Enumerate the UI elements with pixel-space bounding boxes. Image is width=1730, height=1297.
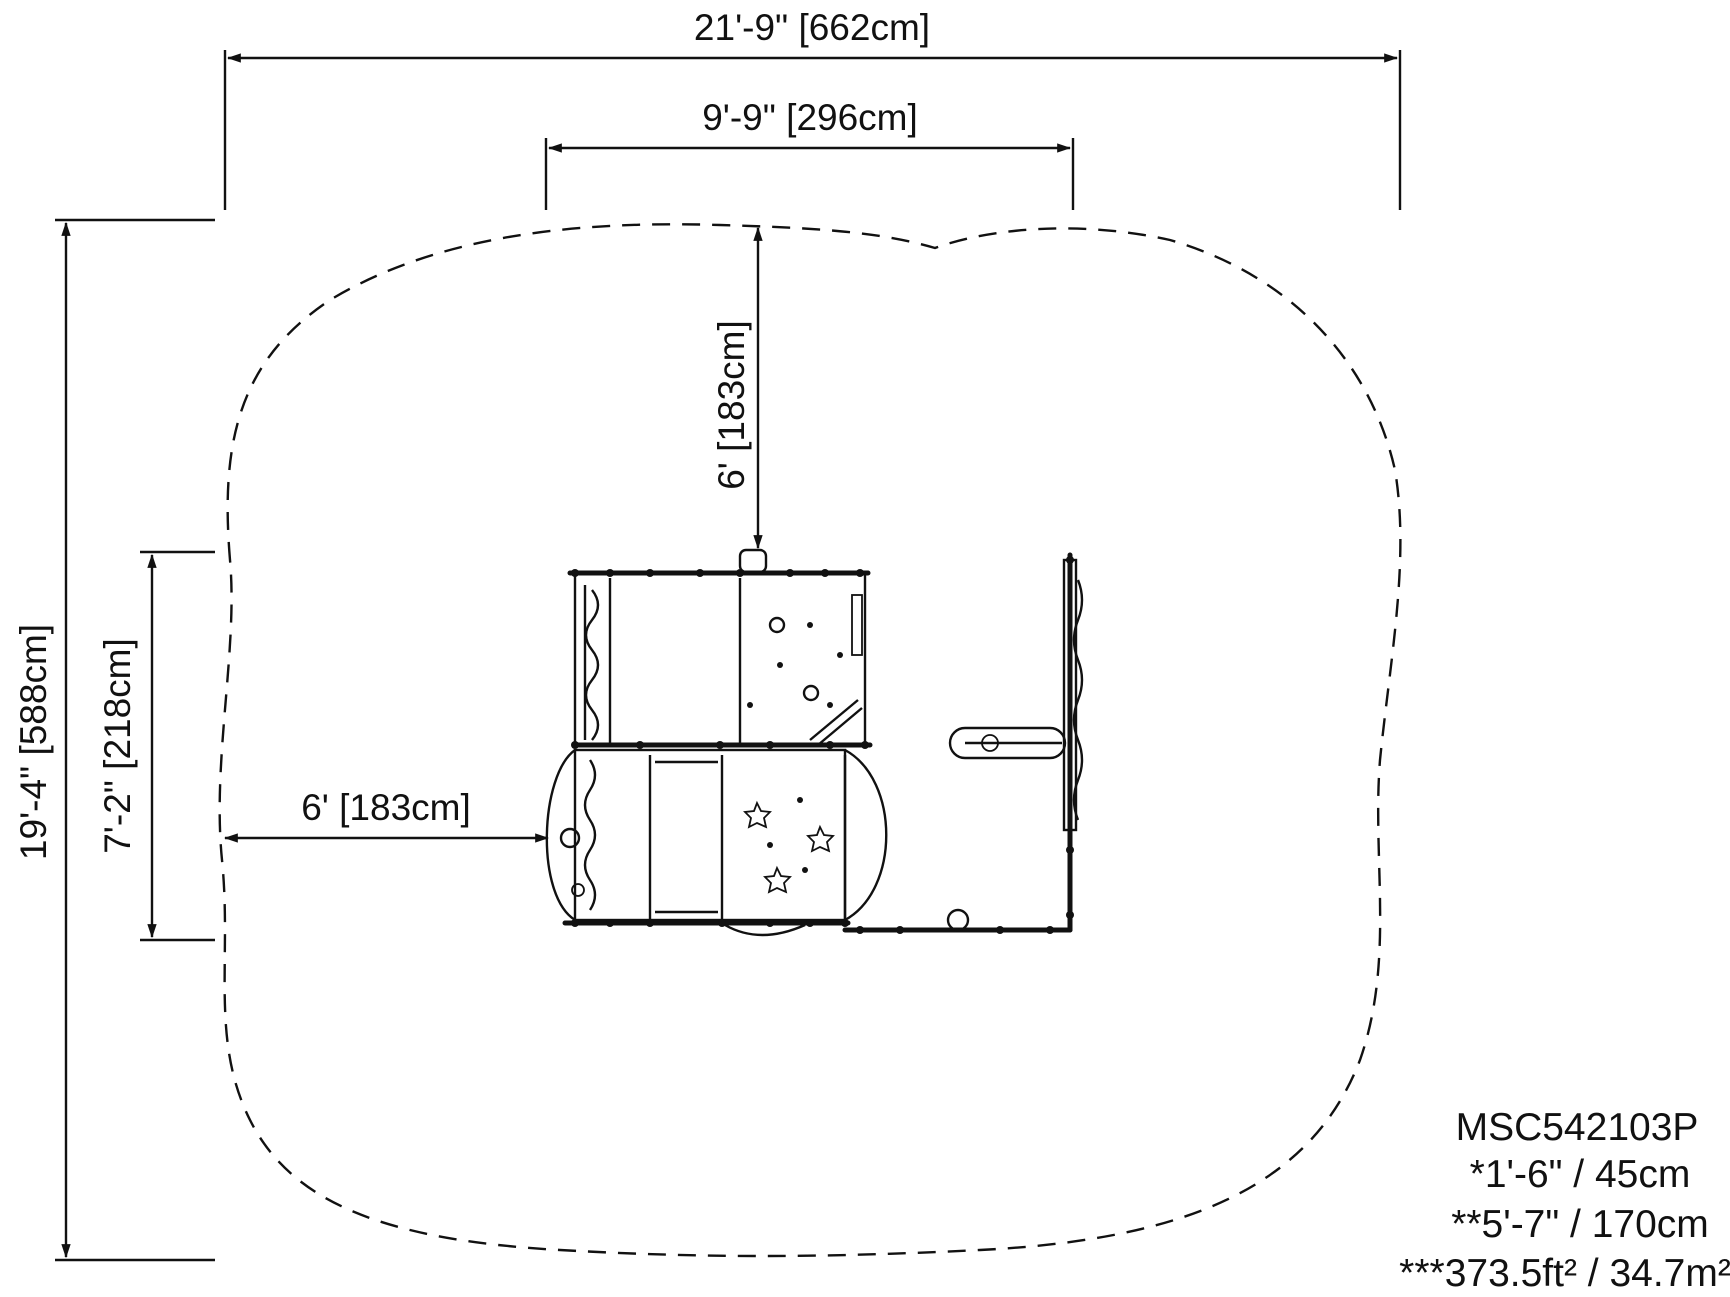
structure-width-dimension: 9'-9" [296cm] <box>544 97 1075 210</box>
structure-width-label: 9'-9" [296cm] <box>702 97 918 138</box>
overall-width-label: 21'-9" [662cm] <box>694 7 930 48</box>
use-zone-boundary <box>218 223 1402 1258</box>
bolt-dots <box>571 556 1074 934</box>
spec-line-2: **5'-7" / 170cm <box>1451 1203 1709 1246</box>
lower-deck <box>545 748 888 937</box>
structure-depth-label: 7'-2" [218cm] <box>97 638 138 854</box>
left-clearance-label: 6' [183cm] <box>301 787 471 828</box>
specs-block: MSC542103P *1'-6" / 45cm **5'-7" / 170cm… <box>1399 1106 1730 1295</box>
model-number: MSC542103P <box>1456 1106 1699 1149</box>
top-clearance-dimension: 6' [183cm] <box>711 226 763 550</box>
spec-line-3: ***373.5ft² / 34.7m² <box>1399 1252 1730 1295</box>
upper-deck <box>567 548 873 748</box>
overall-depth-label: 19'-4" [588cm] <box>13 624 54 860</box>
rail-connector <box>842 552 1084 933</box>
overall-depth-dimension: 19'-4" [588cm] <box>13 218 215 1262</box>
top-clearance-label: 6' [183cm] <box>711 320 752 490</box>
structure-depth-dimension: 7'-2" [218cm] <box>97 550 215 942</box>
play-structure <box>545 548 1084 937</box>
left-clearance-dimension: 6' [183cm] <box>223 787 550 843</box>
spec-line-1: *1'-6" / 45cm <box>1470 1153 1691 1196</box>
overall-width-dimension: 21'-9" [662cm] <box>223 7 1402 210</box>
